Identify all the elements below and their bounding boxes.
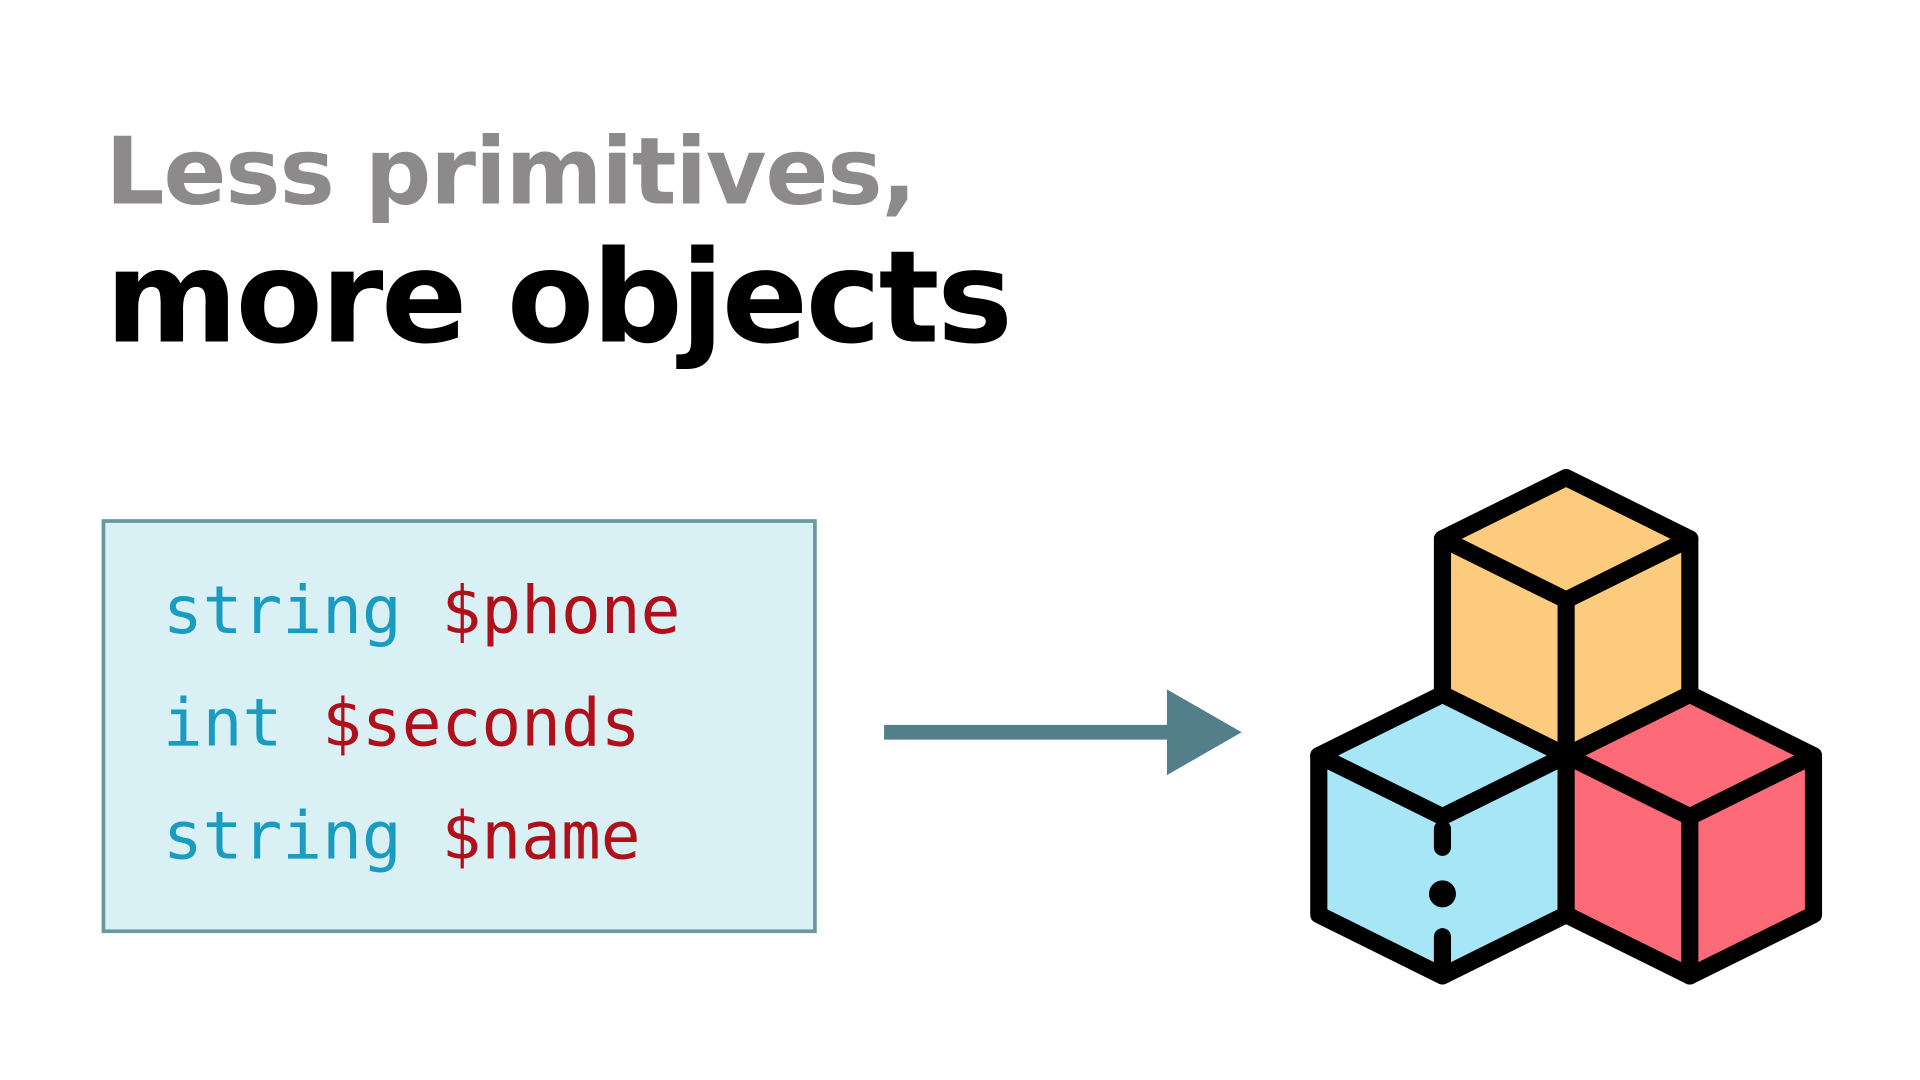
code-line: string $name [163, 797, 641, 874]
code-variable: $seconds [322, 684, 641, 762]
arrow-icon [884, 689, 1242, 776]
code-type: int [162, 684, 283, 762]
code-box: string $phone int $seconds string $name [101, 519, 817, 934]
code-variable: $name [441, 797, 641, 875]
code-type: string [162, 797, 402, 875]
code-variable: $phone [441, 571, 681, 649]
title-line-1: Less primitives, [105, 116, 916, 226]
code-line: int $seconds [163, 684, 641, 761]
cubes-icon [1310, 468, 1823, 985]
title-line-2: more objects [105, 222, 1013, 373]
code-line: string $phone [163, 572, 681, 649]
code-type: string [162, 571, 402, 649]
